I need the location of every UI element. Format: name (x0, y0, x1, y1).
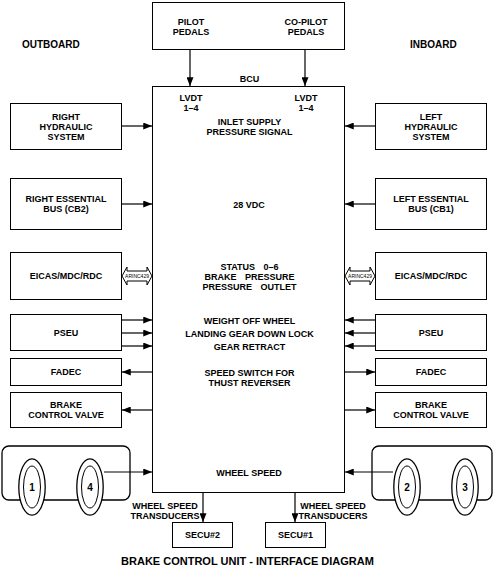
wheel-number: 1 (29, 482, 35, 493)
system-label: SECU#1 (278, 530, 313, 540)
signal-arrow (345, 345, 375, 346)
wheel-tire: 4 (76, 458, 104, 516)
signal-arrow (345, 332, 375, 333)
system-box: PILOT PEDALS CO-PILOT PEDALS (152, 2, 345, 50)
system-label: LEFT ESSENTIAL BUS (CB1) (386, 194, 476, 214)
system-label: EICAS/MDC/RDC (395, 271, 468, 281)
bus-arrow (122, 267, 152, 285)
system-box: BRAKE CONTROL VALVE (375, 392, 487, 428)
system-label: RIGHT ESSENTIAL BUS (CB2) (16, 194, 116, 214)
signal-arrow (345, 371, 375, 372)
tire-outline (394, 459, 420, 515)
signal-arrow (122, 371, 152, 372)
system-box: PSEU (10, 314, 122, 351)
system-box: RIGHT ESSENTIAL BUS (CB2) (10, 178, 122, 230)
bus-arrow (345, 267, 375, 285)
signal-name: GEAR RETRACT (169, 342, 330, 352)
wheel-number: 4 (87, 482, 93, 493)
signal-arrow (345, 471, 393, 472)
system-box: LEFT ESSENTIAL BUS (CB1) (375, 178, 487, 230)
signal-name: INLET SUPPLY PRESSURE SIGNAL (202, 117, 297, 137)
signal-name: SPEED SWITCH FOR THUST REVERSER (194, 368, 305, 388)
bus-label: ARINC429 (121, 273, 153, 280)
signal-arrow (122, 409, 152, 410)
system-label: LEFT HYDRAULIC SYSTEM (401, 112, 461, 142)
rim-outline (24, 466, 41, 508)
system-label: EICAS/MDC/RDC (30, 271, 103, 281)
signal-arrow (122, 319, 152, 320)
system-label: RIGHT HYDRAULIC SYSTEM (36, 112, 96, 142)
side-label: INBOARD (410, 39, 490, 50)
wheel-tire: 1 (18, 458, 46, 516)
signal-arrow (304, 50, 305, 86)
signal-arrow (122, 125, 152, 126)
signal-name: LVDT 1–4 (176, 93, 206, 113)
signal-name: LANDING GEAR DOWN LOCK (169, 329, 330, 339)
unit-heading: BCU (153, 74, 346, 84)
system-box: LEFT HYDRAULIC SYSTEM (375, 103, 487, 150)
signal-arrow (104, 471, 152, 472)
system-box: PSEU (375, 314, 487, 351)
diagram-title: BRAKE CONTROL UNIT - INTERFACE DIAGRAM (0, 555, 495, 568)
tire-outline (452, 459, 478, 515)
signal-name: WEIGHT OFF WHEEL (169, 316, 330, 326)
side-label: OUTBOARD (22, 39, 102, 50)
signal-name: STATUS 0–6 BRAKE PRESSURE PRESSURE OUTLE… (201, 262, 298, 292)
control-unit-box: BCULVDT 1–4LVDT 1–4INLET SUPPLY PRESSURE… (152, 86, 345, 493)
transducer-label: WHEEL SPEED TRANSDUCERS (296, 501, 370, 521)
system-box: EICAS/MDC/RDC (10, 252, 122, 300)
signal-arrow (294, 493, 295, 522)
signal-arrow (202, 493, 203, 522)
system-box: FADEC (10, 358, 122, 386)
system-label: FADEC (51, 367, 82, 377)
system-label: BRAKE CONTROL VALVE (27, 400, 105, 420)
signal-arrow (345, 125, 375, 126)
system-label: BRAKE CONTROL VALVE (392, 400, 470, 420)
transducer-label: WHEEL SPEED TRANSDUCERS (128, 501, 202, 521)
wheel-tire: 2 (393, 458, 421, 516)
wheel-number: 2 (404, 482, 410, 493)
signal-name: WHEEL SPEED (199, 468, 299, 478)
signal-arrow (345, 319, 375, 320)
system-label: PSEU (419, 328, 444, 338)
rim-outline (399, 466, 416, 508)
signal-arrow (345, 409, 375, 410)
signal-arrow (345, 203, 375, 204)
signal-arrow (122, 345, 152, 346)
system-label: FADEC (416, 367, 447, 377)
system-box: SECU#2 (172, 522, 233, 548)
signal-arrow (122, 332, 152, 333)
system-box: FADEC (375, 358, 487, 386)
signal-name: 28 VDC (199, 200, 299, 210)
signal-arrow (189, 50, 190, 86)
wheel-number: 3 (462, 482, 468, 493)
system-box: EICAS/MDC/RDC (375, 252, 487, 300)
rim-outline (82, 466, 99, 508)
rim-outline (457, 466, 474, 508)
wheel-tire: 3 (451, 458, 479, 516)
system-box: RIGHT HYDRAULIC SYSTEM (10, 103, 122, 150)
system-label: PILOT PEDALS (166, 17, 216, 37)
tire-outline (19, 459, 45, 515)
system-label: CO-PILOT PEDALS (281, 17, 331, 37)
tire-outline (77, 459, 103, 515)
bus-label: ARINC429 (344, 273, 376, 280)
system-box: BRAKE CONTROL VALVE (10, 392, 122, 428)
system-label: SECU#2 (185, 530, 220, 540)
system-label: PSEU (54, 328, 79, 338)
signal-name: LVDT 1–4 (291, 93, 321, 113)
signal-arrow (122, 203, 152, 204)
system-box: SECU#1 (265, 522, 326, 548)
